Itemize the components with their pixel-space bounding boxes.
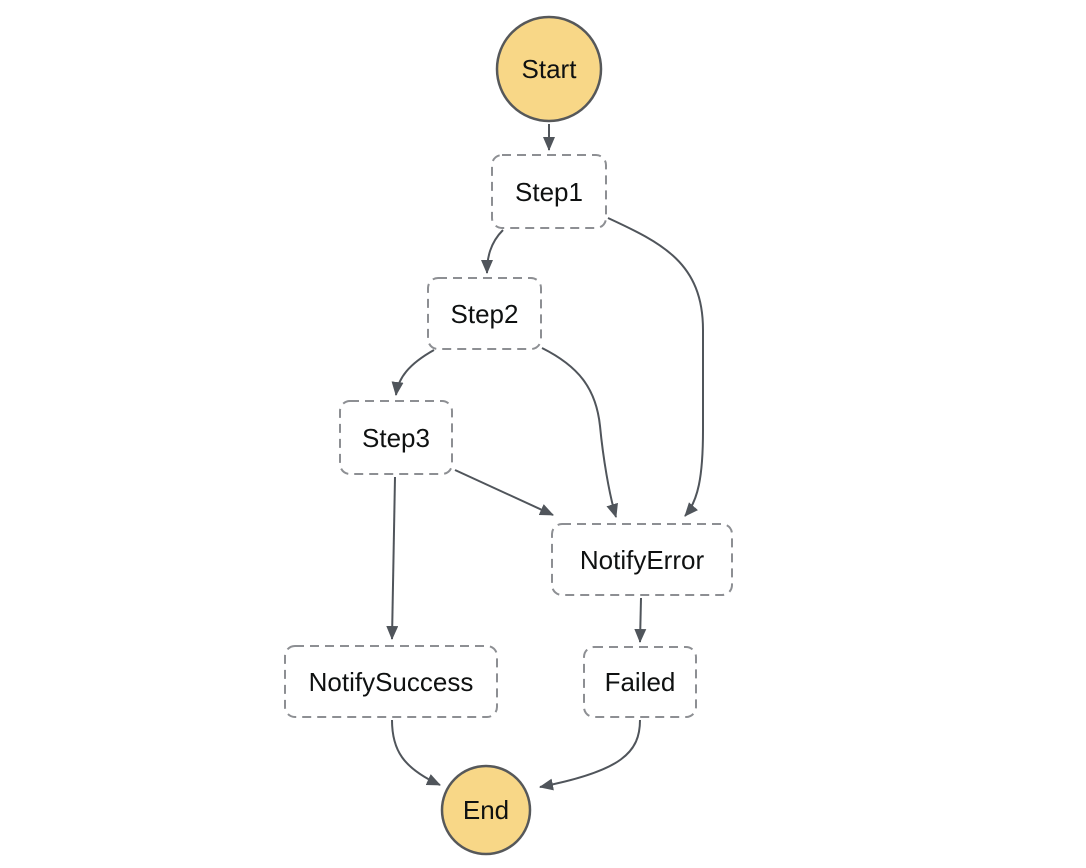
node-shape-step1 — [491, 154, 607, 229]
node-shape-step3 — [339, 400, 453, 475]
node-notify-success[interactable]: NotifySuccess — [308, 666, 474, 697]
node-shape-notify-success — [284, 645, 498, 718]
node-step3[interactable]: Step3 — [362, 422, 430, 453]
edge-step1-to-step2 — [481, 229, 504, 274]
node-shape-start — [495, 15, 603, 123]
node-notify-error[interactable]: NotifyError — [579, 544, 705, 575]
edge-failed-to-end — [539, 719, 641, 791]
node-end: End — [462, 795, 510, 825]
node-shape-end — [440, 764, 532, 856]
node-step1[interactable]: Step1 — [515, 176, 583, 207]
node-step2[interactable]: Step2 — [450, 298, 519, 329]
edge-step2-to-notifyerror — [541, 347, 618, 518]
edge-step3-to-notifysuccess — [386, 476, 399, 640]
edge-notifysuccess-to-end — [391, 719, 441, 786]
node-failed[interactable]: Failed — [604, 667, 676, 697]
node-shape-failed — [583, 646, 697, 718]
edge-step1-to-notifyerror — [607, 217, 704, 517]
node-shape-step2 — [427, 277, 542, 350]
edge-step3-to-notifyerror — [454, 469, 554, 516]
node-start: Start — [521, 54, 577, 84]
edge-step2-to-step3 — [391, 349, 435, 396]
edge-notifyerror-to-failed — [634, 597, 647, 643]
node-shape-notify-error — [551, 523, 733, 596]
